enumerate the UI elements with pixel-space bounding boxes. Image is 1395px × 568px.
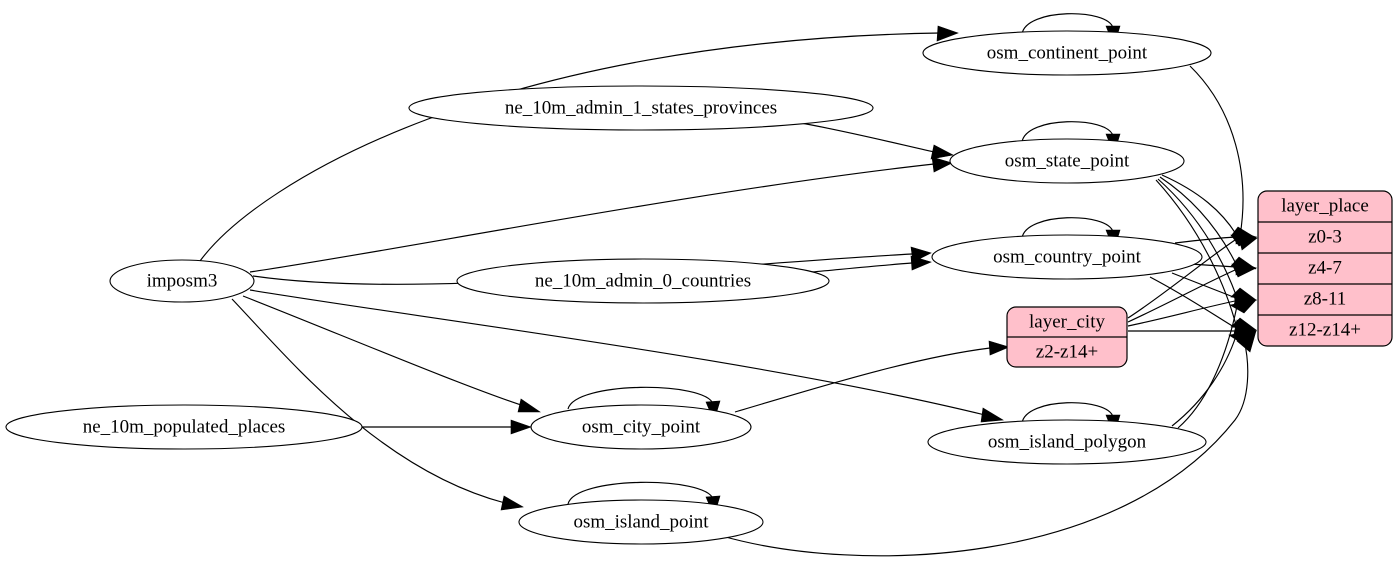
edge-osm-state-point-to-layer-place-z0-3 bbox=[1161, 174, 1257, 239]
edge-osm-island-polygon-to-layer-place-z8-11 bbox=[1177, 299, 1257, 429]
node-imposm3[interactable]: imposm3 bbox=[109, 259, 255, 303]
node-osm-state-point[interactable]: osm_state_point bbox=[949, 138, 1185, 184]
edge-imposm3-to-osm-city-point bbox=[242, 295, 541, 413]
edge-osm-city-point-to-layer-city bbox=[734, 340, 1010, 413]
node-osm-country-point[interactable]: osm_country_point bbox=[931, 234, 1203, 280]
node-ne-10m-admin-0-countries[interactable]: ne_10m_admin_0_countries bbox=[456, 258, 830, 304]
edge-osm-continent-point-to-layer-place-z0-3 bbox=[1189, 65, 1258, 251]
edge-imposm3-to-osm-island-point bbox=[231, 298, 524, 511]
edge-ne-populated-to-osm-city-point bbox=[362, 419, 532, 435]
node-ne-10m-admin-1-states-provinces[interactable]: ne_10m_admin_1_states_provinces bbox=[408, 85, 874, 131]
node-layer: imposm3 ne_10m_admin_1_states_provinces … bbox=[5, 30, 1393, 545]
edge-imposm3-to-osm-island-polygon bbox=[249, 289, 1004, 423]
node-osm-continent-point[interactable]: osm_continent_point bbox=[922, 30, 1212, 76]
node-ne-10m-populated-places[interactable]: ne_10m_populated_places bbox=[5, 404, 363, 450]
edge-ne-states-to-osm-state-point bbox=[800, 122, 954, 160]
node-osm-city-point[interactable]: osm_city_point bbox=[530, 404, 752, 450]
edge-layer-city-to-layer-place-z0-3 bbox=[1127, 234, 1258, 319]
node-osm-island-polygon[interactable]: osm_island_polygon bbox=[927, 419, 1207, 465]
node-layer-place[interactable]: layer_place z0-3 z4-7 z8-11 z12-z14+ bbox=[1257, 190, 1393, 347]
edge-osm-island-point-to-layer-place-z12-z14 bbox=[721, 330, 1257, 557]
node-layer-city[interactable]: layer_city z2-z14+ bbox=[1006, 306, 1128, 368]
edge-ne-countries-to-osm-country-point bbox=[811, 255, 932, 273]
edge-imposm3-to-osm-continent-point bbox=[199, 25, 959, 262]
node-osm-island-point[interactable]: osm_island_point bbox=[518, 499, 764, 545]
edge-layer-city-to-layer-place-z4-7 bbox=[1127, 263, 1257, 323]
edge-imposm3-to-osm-state-point bbox=[249, 156, 953, 273]
